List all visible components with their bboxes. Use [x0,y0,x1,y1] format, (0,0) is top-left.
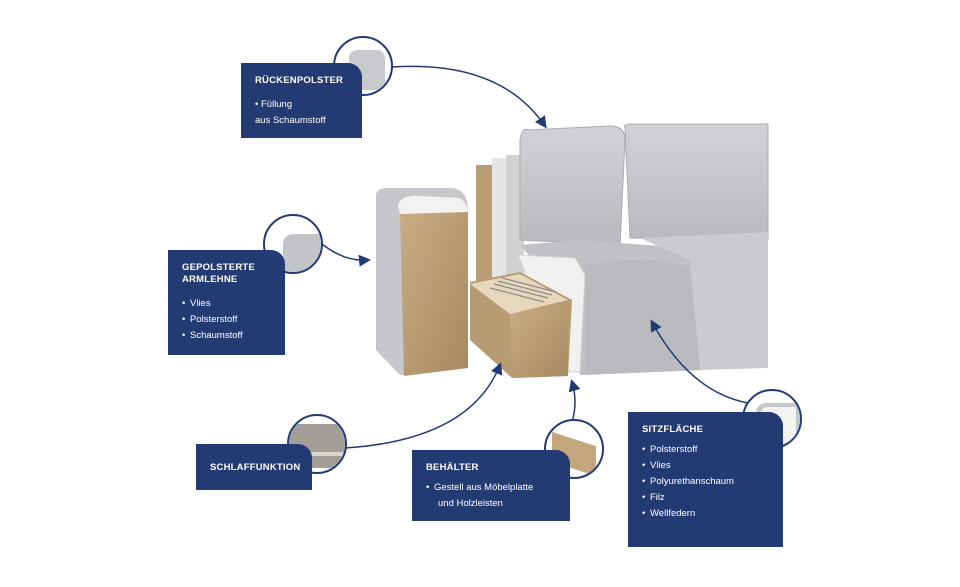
card-title: BEHÄLTER [426,462,479,473]
back-frame [476,155,524,290]
feature-item: Gestell aus Möbelplatte [426,480,558,496]
card-title: SITZFLÄCHE [642,424,704,435]
card-title-line1: GEPOLSTERTE [182,262,255,273]
callout-arrows [321,65,749,449]
storage-box [470,272,572,378]
feature-item: Polsterstoff [642,442,771,458]
feature-item: Polsterstoff [182,312,273,328]
feature-item: Schaumstoff [182,328,273,344]
card-title: SCHLAFFUNKTION [210,462,301,473]
armrest [376,188,468,376]
feature-item: aus Schaumstoff [255,115,326,126]
feature-item: Vlies [642,458,771,474]
card-behaelter: BEHÄLTER Gestell aus Möbelplatte und Hol… [412,450,570,521]
feature-item: und Holzleisten [438,498,503,509]
feature-item: Polyurethanschaum [642,474,771,490]
card-schlaffunktion: SCHLAFFUNKTION [196,444,312,490]
card-gepolsterte-armlehne: GEPOLSTERTE ARMLEHNE Vlies Polsterstoff … [168,250,285,355]
card-rueckenpolster: RÜCKENPOLSTER • Füllung aus Schaumstoff [241,63,362,138]
back-cushions [519,123,769,246]
feature-item: Vlies [182,296,273,312]
feature-item: Filz [642,490,771,506]
feature-item: • Füllung [255,99,293,110]
card-title-line2: ARMLEHNE [182,274,238,285]
feature-item: Wellfedern [642,506,771,522]
card-title: RÜCKENPOLSTER [255,75,344,86]
card-sitzflaeche: SITZFLÄCHE Polsterstoff Vlies Polyuretha… [628,412,783,547]
